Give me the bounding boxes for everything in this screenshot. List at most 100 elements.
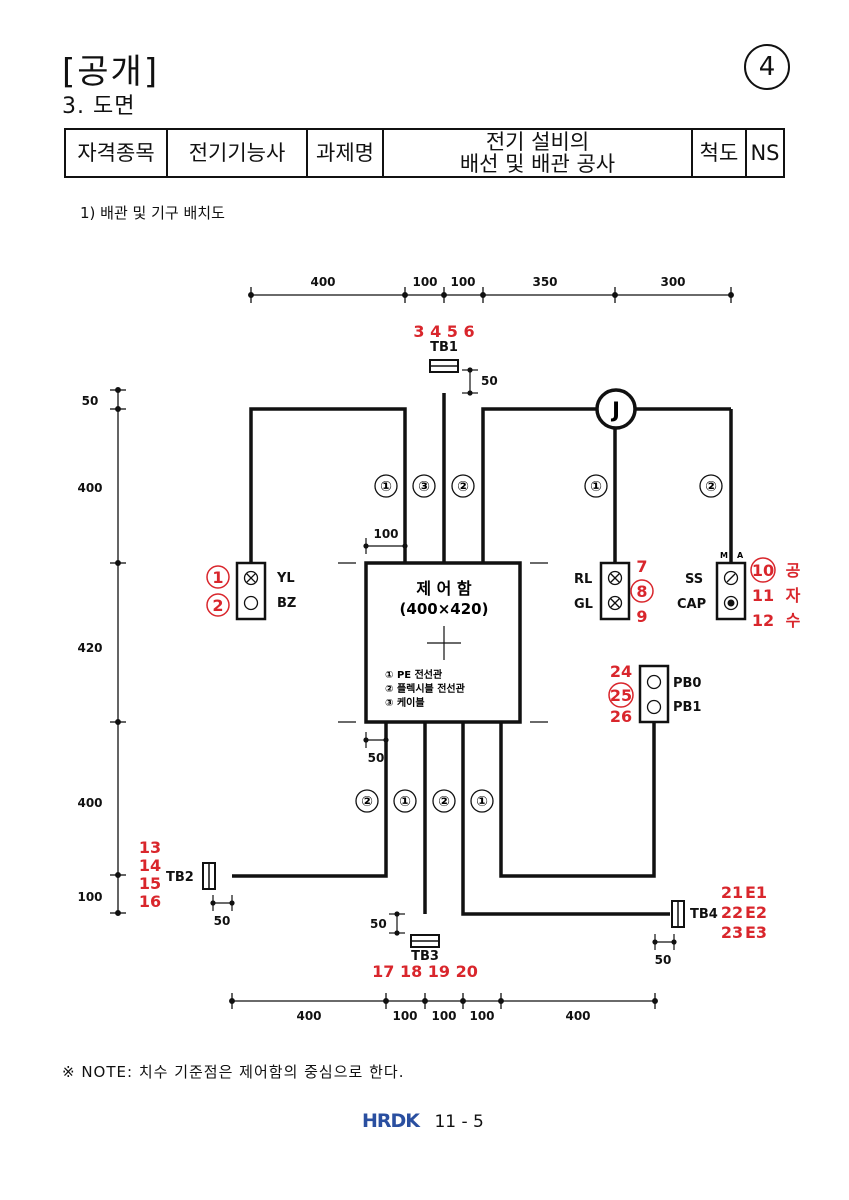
dim-tb2-50-label: 50 [214, 914, 231, 928]
pipe-marks [355, 474, 723, 813]
ss-m-label: M [720, 551, 728, 560]
control-box-title: 제 어 함 [416, 579, 472, 598]
hrdk-logo: HRDK [362, 1110, 420, 1132]
info-cell-task: 과제명 [306, 128, 384, 178]
pipe-mark-rl: ① [590, 479, 602, 495]
info-cell-qualification-value: 전기기능사 [166, 128, 308, 178]
bz-label: BZ [277, 596, 296, 611]
buzzer-icon [243, 595, 259, 611]
tb4-e1: E1 [745, 883, 767, 902]
tb4-number-21: 21 [721, 883, 743, 902]
control-box-corner-marks [338, 562, 548, 723]
dim-tb1-50-label: 50 [481, 374, 498, 388]
tb2-number-13: 13 [139, 838, 161, 857]
info-cell-scale: 척도 [691, 128, 747, 178]
pb1-label: PB1 [673, 700, 701, 715]
pb0-label: PB0 [673, 676, 701, 691]
dim-tb1-50 [462, 367, 478, 396]
conduits [232, 393, 733, 916]
tb4-number-23: 23 [721, 923, 743, 942]
tb2-number-14: 14 [139, 856, 161, 875]
rl-number-7: 7 [636, 557, 647, 576]
dim-left-5: 100 [77, 890, 102, 904]
junction-box [595, 388, 637, 430]
tb3-numbers: 17 18 19 20 [372, 962, 478, 981]
push-button-icon [646, 699, 662, 715]
pipe-mark-bot-2: ① [399, 794, 411, 810]
dim-offset-100 [363, 538, 408, 554]
yl-label: YL [276, 571, 295, 586]
rl-label: RL [574, 572, 592, 587]
ss-number-12: 12 [752, 611, 774, 630]
tb2-number-15: 15 [139, 874, 161, 893]
dim-left-4: 400 [77, 796, 102, 810]
page-number: 4 [758, 52, 776, 82]
pipe-mark-top-left: ① [380, 479, 392, 495]
page-subtitle: 3. 도면 [62, 94, 136, 119]
info-cell-scale-value: NS [745, 128, 785, 178]
ss-number-10: 10 [752, 561, 774, 580]
crosshair-icon [427, 626, 461, 660]
rl-number-8: 8 [636, 582, 647, 601]
tb2-label: TB2 [166, 870, 194, 885]
tb3-label: TB3 [411, 949, 439, 964]
ss-word-1: 공 [786, 561, 801, 580]
tb1-numbers: 3 4 5 6 [413, 322, 474, 341]
bottom-dimension [229, 993, 658, 1009]
tb4-e3: E3 [745, 923, 767, 942]
pipe-mark-bot-3: ② [438, 794, 450, 810]
tb2-number-16: 16 [139, 892, 161, 911]
ss-label: SS [685, 572, 703, 587]
dim-offset-50-box [363, 732, 389, 748]
pipe-mark-bot-1: ② [361, 794, 373, 810]
dim-tb2-50 [210, 895, 235, 911]
tb4-number-22: 22 [721, 903, 743, 922]
dimension-note: ※ NOTE: 치수 기준점은 제어함의 중심으로 한다. [62, 1063, 405, 1081]
tb4-label: TB4 [690, 907, 718, 922]
dim-tb4-50-label: 50 [655, 953, 672, 967]
dim-offset-100-label: 100 [373, 527, 398, 541]
ss-word-2: 자 [786, 586, 801, 605]
page-number-badge: 4 [744, 44, 790, 90]
task-line-1: 전기 설비의 [485, 130, 590, 154]
dim-left-1: 50 [82, 394, 99, 408]
dim-top-5: 300 [660, 275, 685, 289]
ss-number-11: 11 [752, 586, 774, 605]
info-cell-qualification: 자격종목 [64, 128, 168, 178]
dim-top-3: 100 [450, 275, 475, 289]
ss-a-label: A [737, 551, 744, 560]
dim-bottom-3: 100 [431, 1009, 456, 1023]
gl-label: GL [574, 597, 593, 612]
junction-label: J [610, 398, 620, 422]
dim-bottom-5: 400 [565, 1009, 590, 1023]
selector-switch-icon [723, 570, 739, 586]
dim-bottom-2: 100 [392, 1009, 417, 1023]
pipe-mark-top-mid: ③ [418, 479, 430, 495]
top-dimension [248, 287, 734, 303]
tb4-e2: E2 [745, 903, 767, 922]
dim-left-2: 400 [77, 481, 102, 495]
control-box-size: (400×420) [400, 600, 489, 618]
dim-top-4: 350 [532, 275, 557, 289]
bz-number: 2 [212, 596, 223, 615]
dim-bottom-4: 100 [469, 1009, 494, 1023]
ss-word-3: 수 [786, 611, 801, 630]
dim-offset-50-box-label: 50 [368, 751, 385, 765]
left-dimension [110, 387, 126, 916]
dim-top-1: 400 [310, 275, 335, 289]
bz-number-circle [206, 593, 230, 617]
legend-item-3: ③ 케이블 [385, 696, 425, 709]
legend-item-2: ② 플렉시블 전선관 [385, 682, 466, 695]
pipe-mark-bot-4: ① [476, 794, 488, 810]
dim-top-2: 100 [412, 275, 437, 289]
pb-number-26: 26 [610, 707, 632, 726]
pb-number-25-circle [608, 682, 634, 708]
footer-page: 11 - 5 [434, 1112, 484, 1132]
rl-number-9: 9 [636, 607, 647, 626]
info-table: 자격종목 전기기능사 과제명 전기 설비의 배선 및 배관 공사 척도 NS [64, 128, 785, 178]
rl-number-8-circle [630, 579, 654, 603]
yl-number-circle [206, 565, 230, 589]
yl-number: 1 [212, 568, 223, 587]
section-title: 1) 배관 및 기구 배치도 [80, 204, 225, 222]
task-line-2: 배선 및 배관 공사 [459, 152, 616, 176]
